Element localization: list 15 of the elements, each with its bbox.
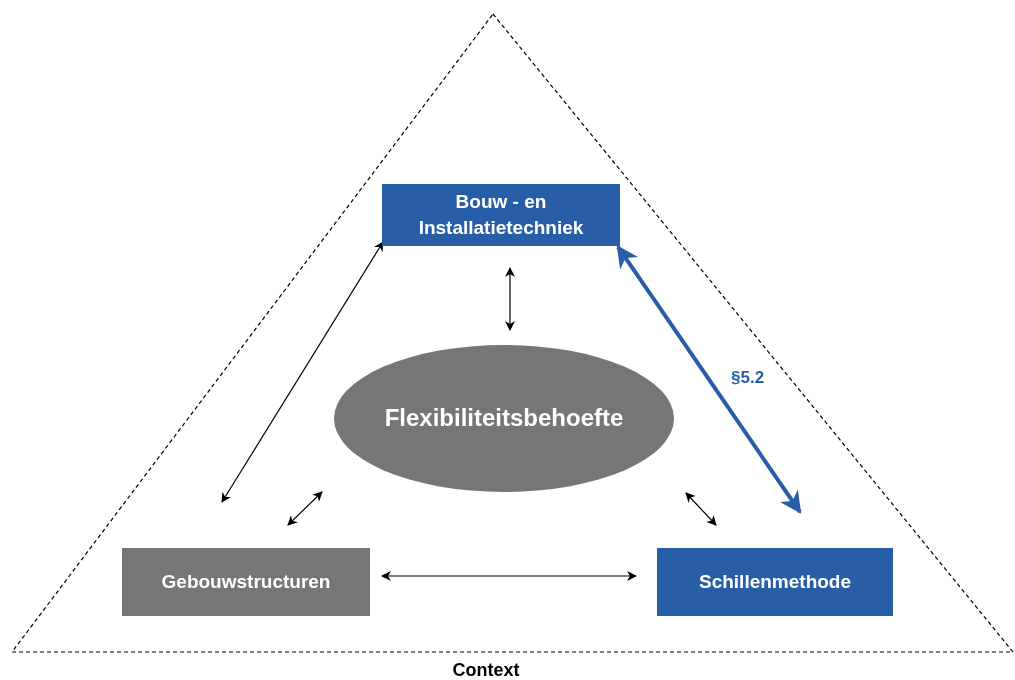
box-text: Schillenmethode: [699, 570, 851, 595]
double-arrow: [616, 245, 802, 514]
box-text: Gebouwstructuren: [161, 570, 331, 595]
process-box: [382, 184, 620, 246]
double-arrow: [505, 267, 515, 331]
double-arrow: [381, 571, 637, 581]
edge-label: §5.2: [731, 367, 765, 388]
double-arrow: [287, 491, 323, 526]
process-box: [657, 548, 893, 616]
box-text: Flexibiliteitsbehoefte: [384, 403, 624, 434]
double-arrow: [221, 241, 384, 503]
triangle-label: Context: [451, 660, 521, 680]
box-text: Bouw - en Installatietechniek: [417, 190, 585, 240]
process-box: [122, 548, 370, 616]
double-arrow: [685, 492, 717, 526]
